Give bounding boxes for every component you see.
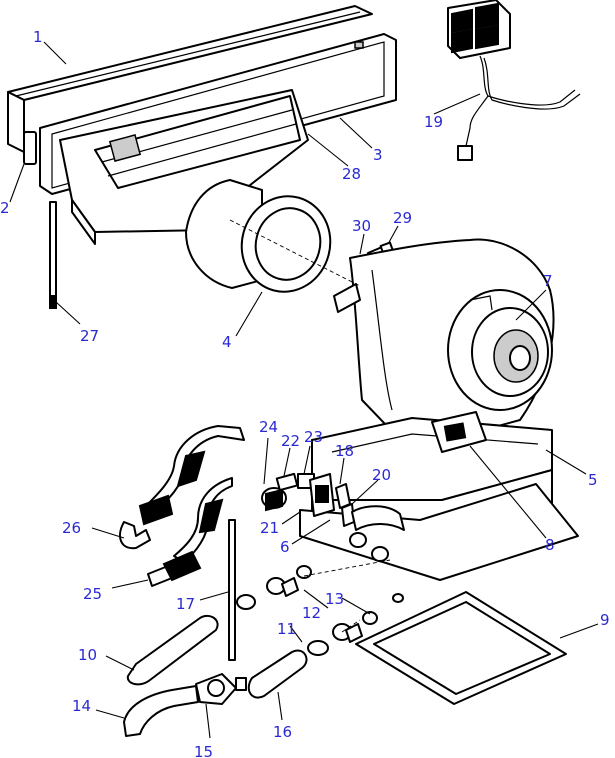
callout-15: 15: [194, 743, 213, 758]
rod-17: [228, 519, 236, 661]
hose-upper: [145, 425, 245, 509]
callout-10: 10: [78, 646, 97, 664]
callout-9: 9: [600, 611, 610, 629]
valve-group: [261, 472, 355, 527]
ring-seal: [240, 195, 332, 293]
callout-23: 23: [304, 428, 323, 446]
hose-16: [247, 649, 308, 699]
hose-14: [123, 685, 199, 737]
callout-6: 6: [280, 538, 290, 556]
relay-block: [447, 0, 581, 161]
callout-1: 1: [33, 28, 43, 46]
assembly-guidelines: [229, 219, 391, 633]
outer-gasket-frame: [7, 5, 373, 153]
callout-11: 11: [277, 620, 296, 638]
callout-20: 20: [372, 466, 391, 484]
callout-22: 22: [281, 432, 300, 450]
callout-26: 26: [62, 519, 81, 537]
valve-15: [195, 673, 247, 705]
callout-3: 3: [373, 146, 383, 164]
callout-29: 29: [393, 209, 412, 227]
callout-16: 16: [273, 723, 292, 741]
callout-4: 4: [222, 333, 232, 351]
hose-10: [126, 614, 219, 686]
callout-5: 5: [588, 471, 598, 489]
callout-7: 7: [543, 272, 553, 290]
callout-8: 8: [545, 536, 555, 554]
callout-19: 19: [424, 113, 443, 131]
callout-30: 30: [352, 217, 371, 235]
callout-17: 17: [176, 595, 195, 613]
callout-2: 2: [0, 199, 10, 217]
callout-14: 14: [72, 697, 91, 715]
hose-fitting-26: [119, 494, 174, 550]
blower-housing: [333, 238, 555, 451]
callout-12: 12: [302, 604, 321, 622]
hose-fitting-25: [147, 550, 202, 587]
rod: [49, 201, 57, 309]
switch: [431, 411, 487, 453]
filter-housing: [59, 89, 309, 245]
gasket: [355, 591, 567, 705]
callout-18: 18: [335, 442, 354, 460]
callout-21: 21: [260, 519, 279, 537]
callout-labels: 1 2 3 4 5 6 7 8 9 10 11 12 13 14 15 16 1…: [0, 28, 610, 758]
callout-28: 28: [342, 165, 361, 183]
callout-25: 25: [83, 585, 102, 603]
leader-lines: [9, 41, 599, 739]
callout-13: 13: [325, 590, 344, 608]
hose-lower: [173, 477, 233, 563]
callout-24: 24: [259, 418, 278, 436]
callout-27: 27: [80, 327, 99, 345]
base-plate: [299, 483, 579, 603]
clip: [23, 131, 37, 165]
